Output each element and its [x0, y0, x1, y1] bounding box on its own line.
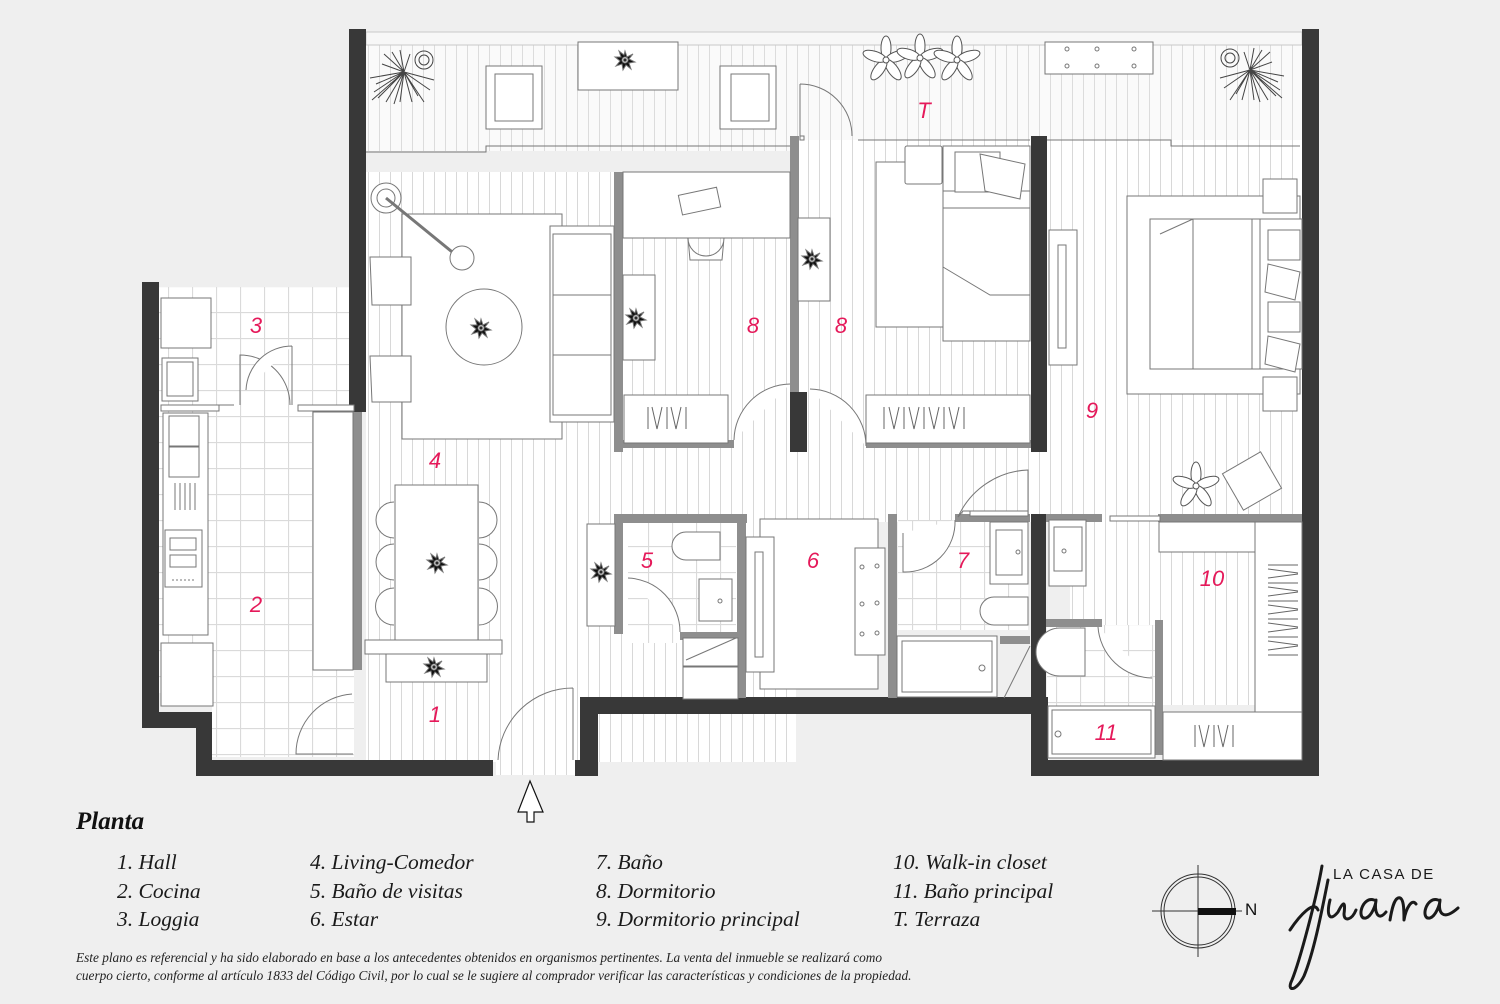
disclaimer-text: Este plano es referencial y ha sido elab…	[76, 949, 911, 985]
compass-north-label: N	[1245, 900, 1258, 919]
room-label-master-bedroom: 9	[1086, 398, 1098, 423]
entrance-arrow-icon	[517, 779, 544, 823]
room-label-loggia: 3	[250, 313, 263, 338]
room-label-living: 4	[429, 448, 441, 473]
exterior-walls	[142, 29, 1319, 776]
room-label-master-bath: 11	[1095, 720, 1118, 745]
room-label-bath: 7	[957, 548, 970, 573]
room-label-walk-in-closet: 10	[1200, 566, 1225, 591]
legend-item-walk-in-closet: 10. Walk-in closet	[893, 850, 1047, 874]
legend-item-estar: 6. Estar	[310, 907, 379, 931]
north-compass-icon	[1152, 865, 1242, 957]
room-label-guest-bath: 5	[641, 548, 654, 573]
bedroom-8b-furniture	[790, 145, 1031, 452]
legend-item-loggia: 3. Loggia	[117, 907, 200, 931]
legend-item-hall: 1. Hall	[117, 850, 177, 874]
legend-item-guest-bath: 5. Baño de visitas	[310, 878, 463, 903]
legend-item-bath: 7. Baño	[596, 850, 663, 874]
legend-column-1: 1. Hall 2. Cocina 3. Loggia	[117, 848, 201, 934]
room-labels: T 3 2 4 1 8 8 9 5 6 7 10 11	[249, 98, 1225, 745]
hall-doors	[295, 687, 574, 761]
legend-item-bedroom: 8. Dormitorio	[596, 878, 716, 903]
interior-walls	[352, 136, 1302, 755]
legend-item-kitchen: 2. Cocina	[117, 878, 201, 903]
room-label-hall: 1	[429, 702, 441, 727]
terrace-furniture	[369, 33, 1285, 130]
room-label-bedroom-a: 8	[747, 313, 760, 338]
master-bedroom-furniture	[1048, 178, 1303, 511]
brand-script-logo	[1288, 864, 1460, 990]
room-label-bedroom-b: 8	[835, 313, 848, 338]
legend-column-4: 10. Walk-in closet 11. Baño principal T.…	[893, 848, 1053, 934]
brand-name-top: LA CASA DE	[1333, 866, 1435, 883]
room-label-terrace: T	[917, 98, 932, 123]
legend-column-3: 7. Baño 8. Dormitorio 9. Dormitorio prin…	[596, 848, 800, 934]
room-label-estar: 6	[807, 548, 820, 573]
living-room-furniture	[369, 182, 615, 440]
legend-item-terrace: T. Terraza	[893, 907, 981, 931]
disclaimer-line-2: cuerpo cierto, conforme al artículo 1833…	[76, 968, 912, 983]
legend-item-master-bath: 11. Baño principal	[893, 878, 1054, 903]
disclaimer-line-1: Este plano es referencial y ha sido elab…	[76, 950, 883, 965]
walk-in-closet-furniture	[1048, 515, 1303, 761]
legend-column-2: 4. Living-Comedor 5. Baño de visitas 6. …	[310, 848, 474, 934]
legend-title: Planta	[76, 808, 145, 835]
guest-bath-fixtures	[586, 523, 739, 700]
kitchen-furniture	[160, 297, 355, 707]
bath-7-fixtures	[896, 469, 1031, 699]
terrace-doors	[366, 83, 1300, 153]
legend-item-master-bedroom: 9. Dormitorio principal	[596, 907, 800, 931]
dining-furniture	[364, 484, 503, 683]
room-label-kitchen: 2	[249, 592, 262, 617]
bedroom-8a-furniture	[622, 171, 791, 444]
legend-item-living: 4. Living-Comedor	[310, 850, 474, 874]
estar-furniture	[745, 518, 886, 690]
master-bath-fixtures	[1035, 626, 1156, 759]
